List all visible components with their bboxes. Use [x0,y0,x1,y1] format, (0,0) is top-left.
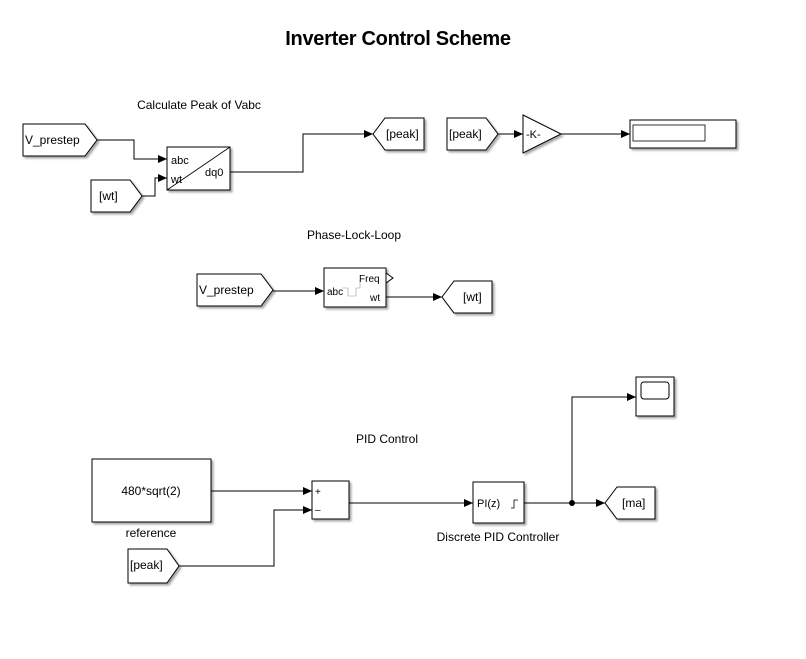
section-label-peak: Calculate Peak of Vabc [137,98,261,112]
sum-minus-sign: – [315,505,321,516]
constant-block[interactable]: 480*sqrt(2) [91,458,212,523]
constant-value: 480*sqrt(2) [121,484,180,498]
gain-block[interactable]: -K- [522,114,563,154]
signal-line-feedback[interactable] [179,506,312,567]
unconnected-port-freq [385,272,394,284]
pll-internal-graphic [342,280,361,297]
section-label-pid: PID Control [356,432,418,446]
goto-block-label: [wt] [463,290,482,304]
display-block[interactable] [629,119,737,149]
signal-line-to-scope[interactable] [571,393,636,503]
branch-point [569,500,575,506]
goto-block-label: [peak] [386,127,419,141]
pid-label: PI(z) [477,498,500,510]
constant-caption: reference [126,526,177,540]
from-block-label: V_prestep [199,283,254,297]
port-label-abc: abc [171,155,189,167]
transform-diagonal [166,146,231,191]
goto-block-peak[interactable]: [peak] [372,117,425,151]
sum-plus-sign: + [315,487,321,498]
from-block-label: [peak] [449,127,482,141]
diagram-title: Inverter Control Scheme [285,28,511,50]
port-label-dq0: dq0 [205,167,223,179]
from-block-vprestep-1[interactable]: V_prestep [22,123,98,157]
from-block-wt[interactable]: [wt] [90,179,143,213]
sum-block[interactable]: + – [311,480,350,520]
saturation-icon [511,499,518,509]
section-label-pll: Phase-Lock-Loop [307,228,401,242]
port-label-abc: abc [327,287,343,298]
discrete-pid-block[interactable]: PI(z) [472,481,525,524]
port-label-wt: wt [369,293,380,304]
scope-block[interactable] [635,376,675,417]
from-block-label: V_prestep [25,133,80,147]
signal-line-wt[interactable] [142,174,167,197]
goto-block-ma[interactable]: [ma] [604,486,656,520]
scope-screen [640,381,670,400]
from-block-peak-2[interactable]: [peak] [127,548,180,584]
pid-caption: Discrete PID Controller [437,530,560,544]
pll-block[interactable]: abc Freq wt [323,267,394,308]
signal-line-dq0[interactable] [230,130,373,173]
goto-block-wt[interactable]: [wt] [441,280,493,314]
port-label-wt: wt [170,174,182,186]
display-readout [632,124,706,142]
gain-label: -K- [526,129,541,141]
goto-block-label: [ma] [622,496,645,510]
from-block-label: [wt] [99,189,118,203]
from-block-peak-1[interactable]: [peak] [446,117,499,151]
abc-to-dq0-block[interactable]: abc wt dq0 [166,146,231,191]
port-label-freq: Freq [359,274,380,285]
from-block-label: [peak] [130,558,163,572]
signal-line-vabc[interactable] [97,139,167,163]
from-block-vprestep-2[interactable]: V_prestep [196,273,274,307]
